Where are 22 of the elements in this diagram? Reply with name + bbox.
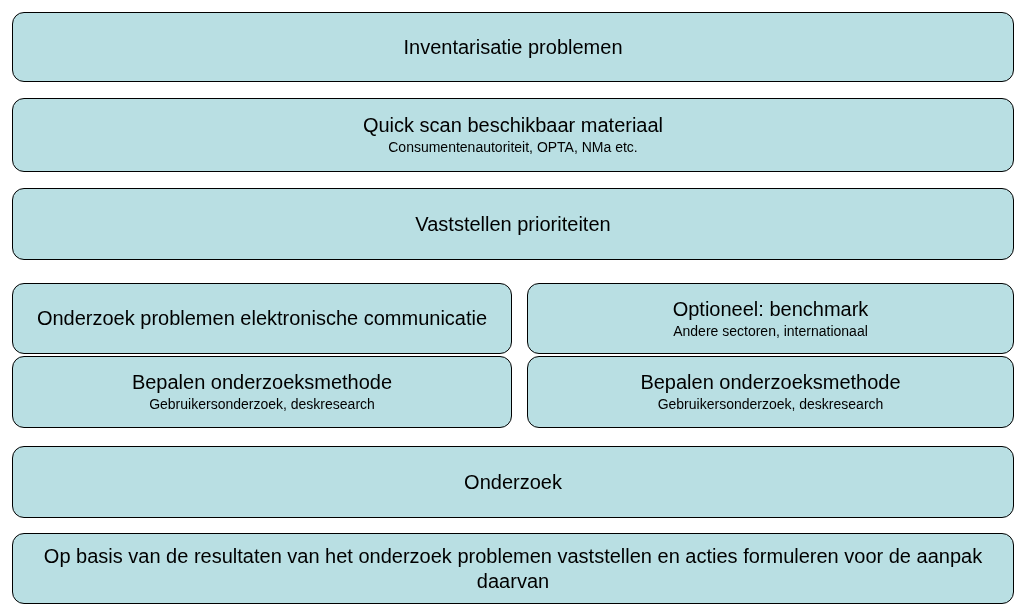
process-box — [12, 446, 1014, 518]
process-box — [527, 356, 1014, 428]
step-title: Inventarisatie problemen — [403, 34, 623, 60]
step-details: Gebruikersonderzoek, deskresearch — [149, 395, 375, 414]
process-box — [12, 98, 1014, 172]
step-title: Vaststellen prioriteiten — [415, 211, 611, 237]
step-title: Quick scan beschikbaar materiaal — [362, 113, 664, 138]
step-details: Andere sectoren, internationaal — [673, 321, 868, 341]
process-box — [12, 356, 512, 428]
step-details: Consumentenautoriteit, OPTA, NMa etc. — [388, 138, 638, 157]
process-box — [12, 12, 1014, 82]
step-title: Op basis van de resultaten van het onderzoek problemen vaststellen en acties formuleren voor de aanpak daarvan — [42, 543, 984, 594]
process-box — [12, 283, 512, 354]
step-title: Onderzoek problemen elektronische communicatie — [36, 306, 488, 331]
step-title: Bepalen onderzoeksmethode — [640, 370, 901, 395]
step-title: Onderzoek — [464, 469, 562, 495]
step-title: Bepalen onderzoeksmethode — [131, 370, 393, 395]
process-box — [12, 188, 1014, 260]
process-box — [527, 283, 1014, 354]
step-details: Gebruikersonderzoek, deskresearch — [657, 395, 884, 414]
process-box — [12, 533, 1014, 604]
step-title: Optioneel: benchmark — [672, 296, 869, 322]
